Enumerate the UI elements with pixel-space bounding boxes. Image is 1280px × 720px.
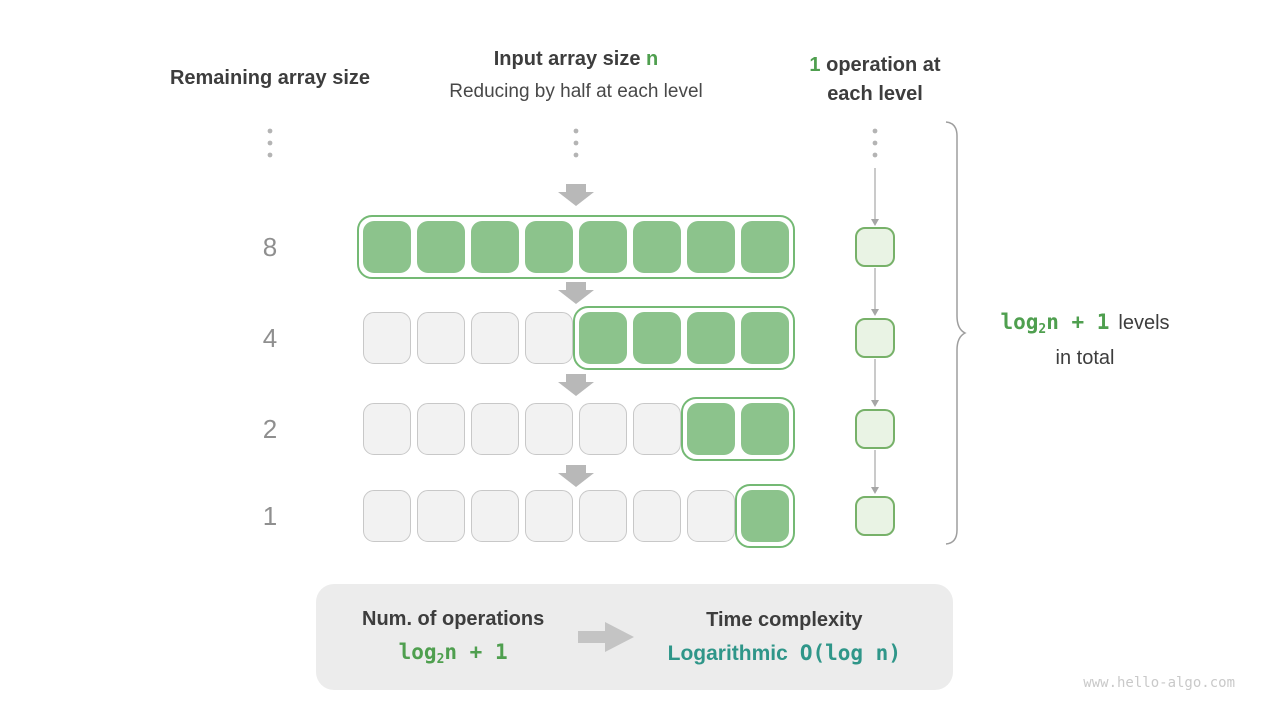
header-input-array-size-line: Input array size n	[406, 47, 746, 72]
var-n: n	[646, 48, 659, 70]
array-cell-inactive	[417, 312, 465, 364]
ops-formula-rest: n + 1	[444, 639, 508, 664]
active-group	[735, 484, 795, 548]
array-cell-inactive	[525, 312, 573, 364]
array-cell-inactive	[579, 490, 627, 542]
array-cell-inactive	[363, 312, 411, 364]
active-group	[357, 215, 795, 279]
operations-title: Num. of operations	[362, 607, 545, 630]
array-row	[363, 397, 795, 461]
operations-formula: log2n + 1	[362, 640, 544, 667]
curly-brace	[945, 121, 967, 545]
formula-rest: n + 1	[1046, 310, 1110, 334]
ellipsis-icon	[267, 128, 878, 158]
array-cell-inactive	[471, 490, 519, 542]
header-input-text: Input array size	[493, 48, 647, 70]
header-input-array-size: Input array size n Reducing by half at e…	[406, 47, 746, 103]
active-group	[573, 306, 795, 370]
array-cell-inactive	[471, 403, 519, 455]
operations-summary: Num. of operations log2n + 1	[362, 608, 544, 667]
ops-formula-base: log	[398, 639, 437, 664]
array-cell-inactive	[417, 490, 465, 542]
array-cell-active	[741, 221, 789, 273]
active-group	[681, 397, 795, 461]
array-cell-inactive	[687, 490, 735, 542]
array-row	[363, 306, 795, 370]
array-cell-inactive	[471, 312, 519, 364]
array-cell-active	[363, 221, 411, 273]
array-row	[357, 215, 795, 279]
complexity-summary: Time complexity Logarithmic O(log n)	[668, 609, 901, 666]
array-cell-active	[417, 221, 465, 273]
levels-annotation-line2: in total	[1055, 347, 1115, 369]
array-cell-inactive	[363, 490, 411, 542]
operation-cell	[855, 409, 895, 449]
array-cell-active	[633, 221, 681, 273]
array-cell-active	[525, 221, 573, 273]
array-cell-active	[741, 312, 789, 364]
complexity-formula: Logarithmic O(log n)	[668, 641, 901, 666]
array-cell-active	[741, 490, 789, 542]
array-cell-active	[579, 221, 627, 273]
formula-base: log	[1000, 310, 1039, 334]
array-cell-active	[471, 221, 519, 273]
summary-box: Num. of operations log2n + 1 Time comple…	[316, 584, 953, 690]
array-cell-inactive	[579, 403, 627, 455]
row-label: 1	[262, 501, 278, 531]
array-cell-active	[633, 312, 681, 364]
levels-annotation: log2n + 1 levels in total	[970, 308, 1200, 372]
row-label: 4	[262, 323, 278, 353]
array-cell-inactive	[633, 490, 681, 542]
right-arrow-icon	[577, 622, 634, 652]
var-one: 1	[809, 54, 821, 76]
header-one-operation-line1: 1 operation at	[775, 51, 975, 80]
watermark: www.hello-algo.com	[1083, 675, 1235, 691]
ops-formula-subscript: 2	[436, 651, 445, 667]
array-cell-inactive	[525, 403, 573, 455]
operation-cell	[855, 227, 895, 267]
header-one-operation-line2: each level	[827, 83, 923, 105]
complexity-code: O(log n)	[799, 640, 901, 665]
log-formula: log2n + 1	[1000, 310, 1110, 337]
complexity-title: Time complexity	[706, 608, 863, 631]
array-cell-active	[741, 403, 789, 455]
levels-annotation-line1: log2n + 1 levels	[970, 308, 1200, 344]
array-row	[363, 484, 795, 548]
array-cell-active	[687, 221, 735, 273]
formula-subscript: 2	[1038, 322, 1047, 337]
array-cell-inactive	[363, 403, 411, 455]
array-cell-active	[579, 312, 627, 364]
array-cell-inactive	[417, 403, 465, 455]
operation-cell	[855, 318, 895, 358]
row-label: 8	[262, 232, 278, 262]
array-cell-active	[687, 312, 735, 364]
header-remaining-array-size: Remaining array size	[169, 67, 371, 89]
array-cell-inactive	[525, 490, 573, 542]
row-label: 2	[262, 414, 278, 444]
operation-cell	[855, 496, 895, 536]
complexity-label: Logarithmic	[667, 641, 788, 665]
array-cell-inactive	[633, 403, 681, 455]
header-one-operation: 1 operation at each level	[775, 51, 975, 109]
header-operation-text: operation at	[820, 54, 941, 76]
levels-text: levels	[1118, 312, 1170, 334]
header-reducing-subtitle: Reducing by half at each level	[449, 81, 703, 102]
array-cell-active	[687, 403, 735, 455]
